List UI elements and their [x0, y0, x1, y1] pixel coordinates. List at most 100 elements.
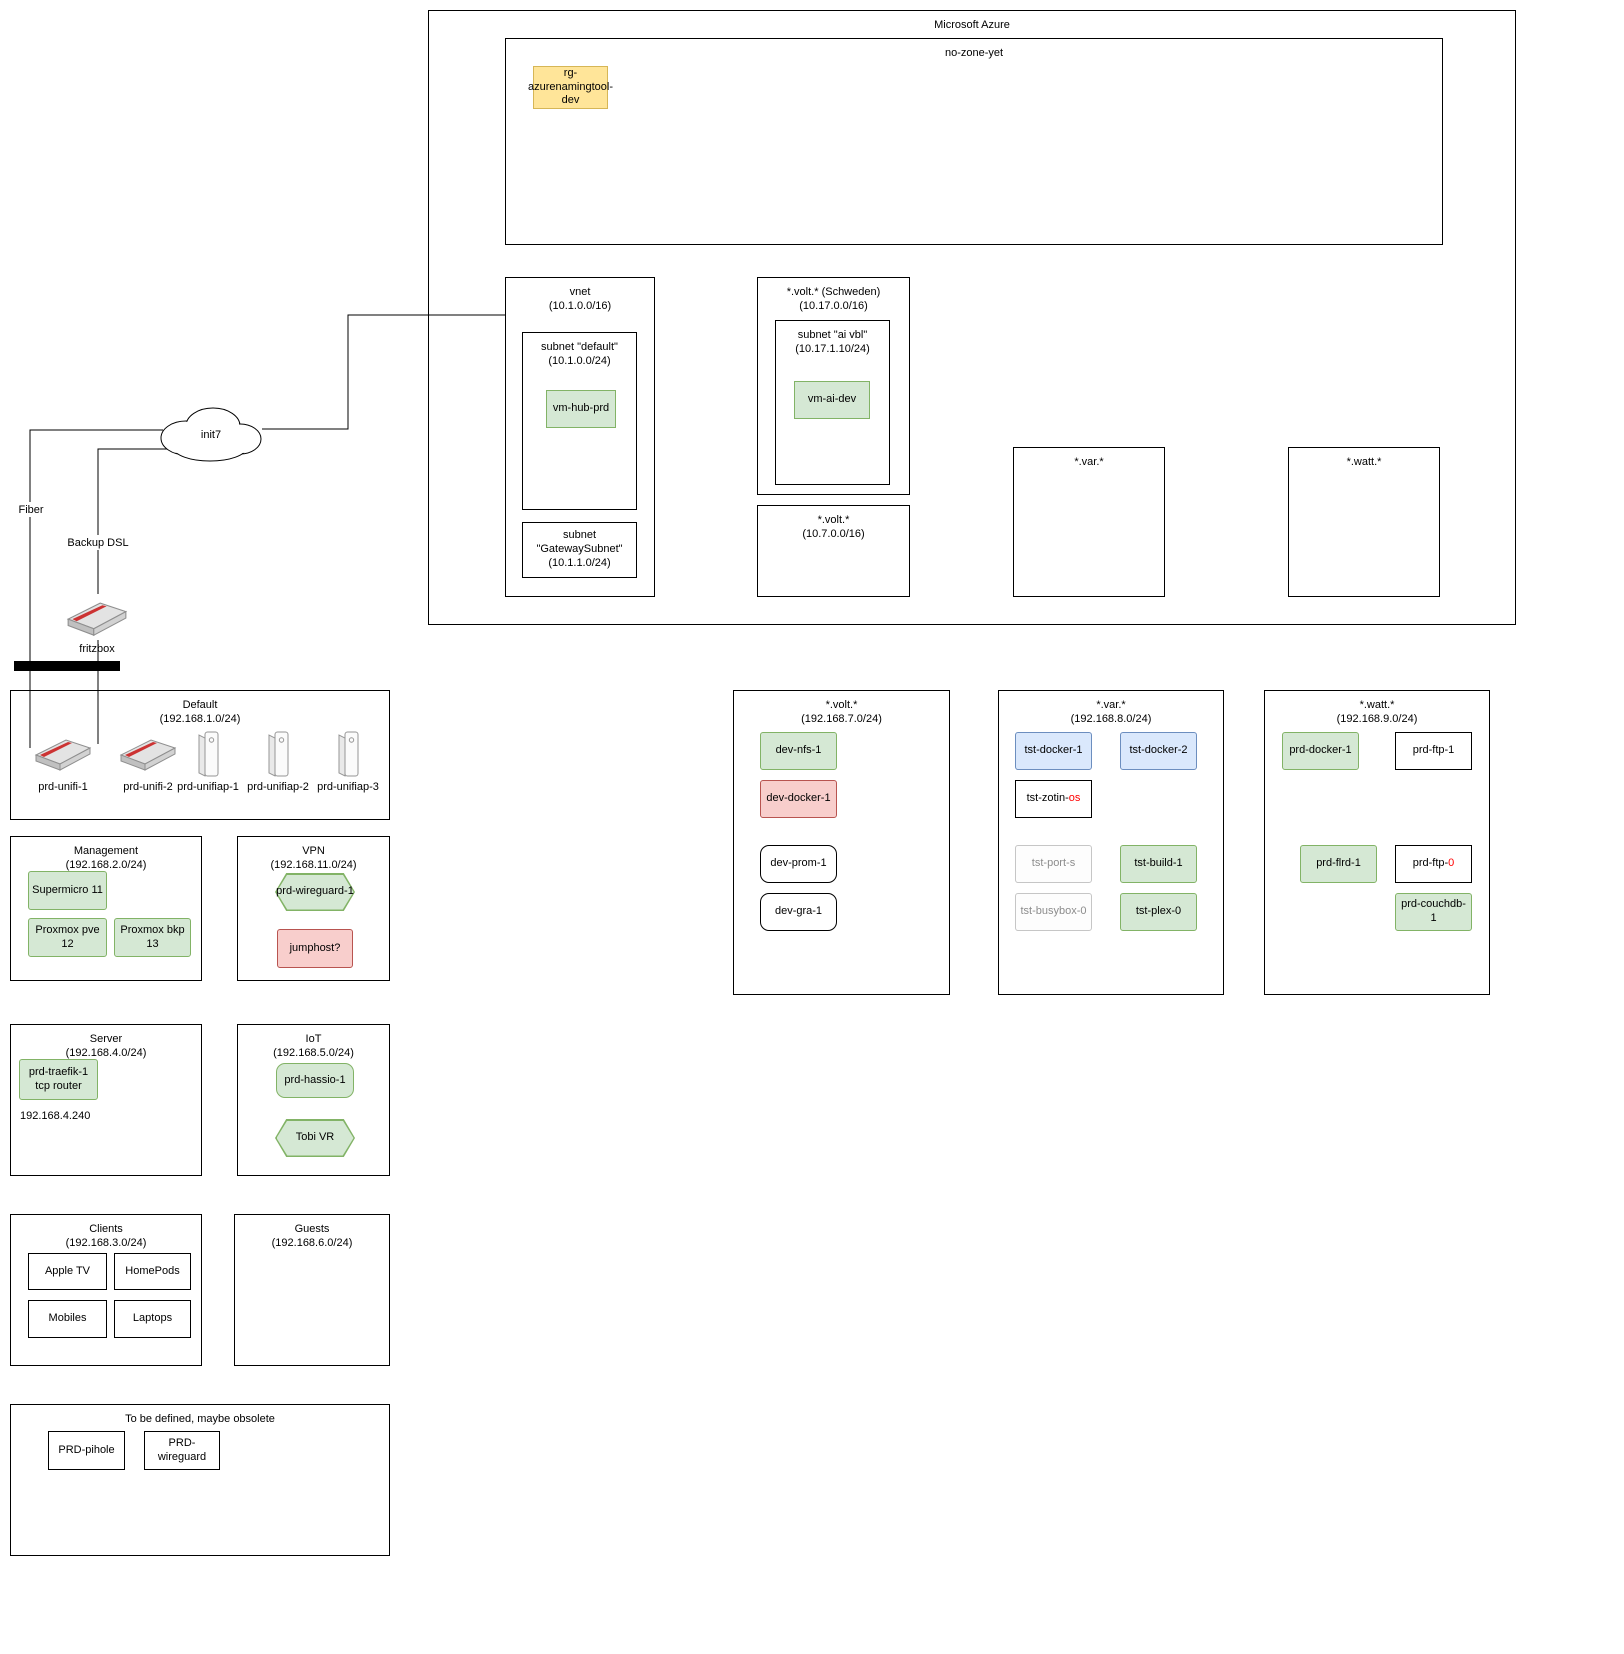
zone-server-cidr: (192.168.4.0/24) [65, 1047, 147, 1060]
zone-default: Default (192.168.1.0/24) [10, 690, 390, 820]
no-zone-yet-title: no-zone-yet [944, 47, 1004, 59]
node-tst-zotin-os[interactable]: tst-zotin-os [1015, 780, 1092, 818]
node-mobiles[interactable]: Mobiles [28, 1300, 107, 1338]
zone-iot-cidr: (192.168.5.0/24) [273, 1047, 354, 1060]
vnet-name: vnet [569, 286, 591, 298]
node-tst-plex-0[interactable]: tst-plex-0 [1120, 893, 1197, 931]
node-tst-build-1[interactable]: tst-build-1 [1120, 845, 1197, 883]
node-homepods[interactable]: HomePods [114, 1253, 191, 1290]
access-point-icon [338, 731, 359, 777]
zone-var8-name: *.var.* [1096, 699, 1126, 711]
zone-default-cidr: (192.168.1.0/24) [159, 713, 241, 726]
router-icon [34, 739, 92, 771]
node-jumphost[interactable]: jumphost? [277, 929, 353, 968]
prd-unifiap-1-label: prd-unifiap-1 [177, 781, 239, 793]
node-dev-nfs-1[interactable]: dev-nfs-1 [760, 732, 837, 770]
node-prd-ftp-0[interactable]: prd-ftp-0 [1395, 845, 1472, 883]
node-tst-docker-2[interactable]: tst-docker-2 [1120, 732, 1197, 770]
subnet-ai-vbl: subnet "ai vbl" (10.17.1.10/24) [775, 320, 890, 485]
azure-watt: *.watt.* [1288, 447, 1440, 597]
prd-unifiap-1-icon[interactable] [191, 729, 225, 777]
subnet-gateway-name: subnet "GatewaySubnet" [536, 529, 623, 556]
zone-tbd-name: To be defined, maybe obsolete [125, 1413, 275, 1425]
zone-clients-cidr: (192.168.3.0/24) [65, 1237, 147, 1250]
node-proxmox-bkp-13[interactable]: Proxmox bkp 13 [114, 918, 191, 957]
zone-vpn-name: VPN [302, 845, 325, 857]
access-point-icon [198, 731, 219, 777]
volt-sweden-name: *.volt.* (Schweden) [786, 286, 881, 298]
zone-volt7-name: *.volt.* [825, 699, 858, 711]
node-prd-hassio-1[interactable]: prd-hassio-1 [276, 1063, 354, 1098]
zone-server-name: Server [89, 1033, 123, 1045]
azure-volt: *.volt.* (10.7.0.0/16) [757, 505, 910, 597]
node-tst-busybox-0[interactable]: tst-busybox-0 [1015, 893, 1092, 931]
zone-iot: IoT (192.168.5.0/24) [237, 1024, 390, 1176]
node-prd-couchdb-1[interactable]: prd-couchdb-1 [1395, 893, 1472, 931]
subnet-default: subnet "default" (10.1.0.0/24) [522, 332, 637, 510]
prd-unifi-2-icon[interactable] [119, 733, 177, 773]
zone-management: Management (192.168.2.0/24) [10, 836, 202, 981]
zone-server: Server (192.168.4.0/24) [10, 1024, 202, 1176]
node-tobi-vr[interactable]: Tobi VR [275, 1119, 355, 1157]
subnet-gateway-cidr: (10.1.1.0/24) [548, 556, 611, 569]
node-prd-wireguard-tbd[interactable]: PRD-wireguard [144, 1431, 220, 1470]
subnet-ai-cidr: (10.17.1.10/24) [795, 343, 870, 356]
zone-management-name: Management [73, 845, 139, 857]
azure-volt-cidr: (10.7.0.0/16) [802, 528, 865, 541]
init7-label: init7 [201, 429, 221, 441]
prd-unifiap-2-label: prd-unifiap-2 [247, 781, 309, 793]
node-tst-port-s[interactable]: tst-port-s [1015, 845, 1092, 883]
node-prd-pihole[interactable]: PRD-pihole [48, 1431, 125, 1470]
node-supermicro-11[interactable]: Supermicro 11 [28, 871, 107, 910]
zone-guests: Guests (192.168.6.0/24) [234, 1214, 390, 1366]
prd-unifiap-3-label: prd-unifiap-3 [317, 781, 379, 793]
azure-no-zone-yet: no-zone-yet [505, 38, 1443, 245]
node-vm-hub-prd[interactable]: vm-hub-prd [546, 390, 616, 428]
fritzbox-icon[interactable] [66, 594, 128, 640]
node-proxmox-pve-12[interactable]: Proxmox pve 12 [28, 918, 107, 957]
node-vm-ai-dev[interactable]: vm-ai-dev [794, 381, 870, 419]
subnet-gatewaysubnet[interactable]: subnet "GatewaySubnet" (10.1.1.0/24) [522, 522, 637, 578]
zone-iot-name: IoT [305, 1033, 322, 1045]
prd-unifiap-2-icon[interactable] [261, 729, 295, 777]
zone-watt9-name: *.watt.* [1359, 699, 1395, 711]
azure-volt-sweden: *.volt.* (Schweden) (10.17.0.0/16) [757, 277, 910, 495]
node-apple-tv[interactable]: Apple TV [28, 1253, 107, 1290]
zone-volt7-cidr: (192.168.7.0/24) [801, 713, 882, 726]
backup-dsl-line [97, 448, 172, 594]
zone-tbd: To be defined, maybe obsolete [10, 1404, 390, 1556]
azure-var-name: *.var.* [1074, 456, 1104, 468]
prd-unifi-1-label: prd-unifi-1 [38, 781, 88, 793]
access-point-icon [268, 731, 289, 777]
node-dev-docker-1[interactable]: dev-docker-1 [760, 780, 837, 818]
subnet-default-name: subnet "default" [541, 341, 618, 353]
zone-clients: Clients (192.168.3.0/24) [10, 1214, 202, 1366]
zone-volt7: *.volt.* (192.168.7.0/24) [733, 690, 950, 995]
fritzbox-label: fritzbox [79, 643, 115, 655]
node-prd-flrd-1[interactable]: prd-flrd-1 [1300, 845, 1377, 883]
azure-title: Microsoft Azure [934, 19, 1010, 31]
prd-unifiap-3-icon[interactable] [331, 729, 365, 777]
node-prd-wireguard-1[interactable]: prd-wireguard-1 [275, 873, 355, 911]
node-prd-ftp-1[interactable]: prd-ftp-1 [1395, 732, 1472, 770]
zone-watt9: *.watt.* (192.168.9.0/24) [1264, 690, 1490, 995]
node-prd-docker-1[interactable]: prd-docker-1 [1282, 732, 1359, 770]
node-laptops[interactable]: Laptops [114, 1300, 191, 1338]
backup-dsl-label: Backup DSL [67, 537, 128, 549]
node-dev-prom-1[interactable]: dev-prom-1 [760, 845, 837, 883]
init7-cloud[interactable]: init7 [160, 407, 262, 462]
prd-unifi-1-icon[interactable] [34, 733, 92, 773]
zone-watt9-cidr: (192.168.9.0/24) [1336, 713, 1418, 726]
zone-management-cidr: (192.168.2.0/24) [65, 859, 147, 872]
volt-sweden-cidr: (10.17.0.0/16) [799, 300, 868, 313]
zone-clients-name: Clients [89, 1223, 123, 1235]
node-dev-gra-1[interactable]: dev-gra-1 [760, 893, 837, 931]
server-ip-note: 192.168.4.240 [20, 1110, 91, 1122]
router-icon [66, 602, 128, 637]
zone-guests-cidr: (192.168.6.0/24) [271, 1237, 353, 1250]
zone-vpn: VPN (192.168.11.0/24) [237, 836, 390, 981]
node-prd-traefik-1[interactable]: prd-traefik-1 tcp router [19, 1059, 98, 1100]
node-rg-azurenamingtool-dev[interactable]: rg-azurenamingtool-dev [528, 66, 613, 109]
fiber-label: Fiber [18, 504, 43, 516]
node-tst-docker-1[interactable]: tst-docker-1 [1015, 732, 1092, 770]
